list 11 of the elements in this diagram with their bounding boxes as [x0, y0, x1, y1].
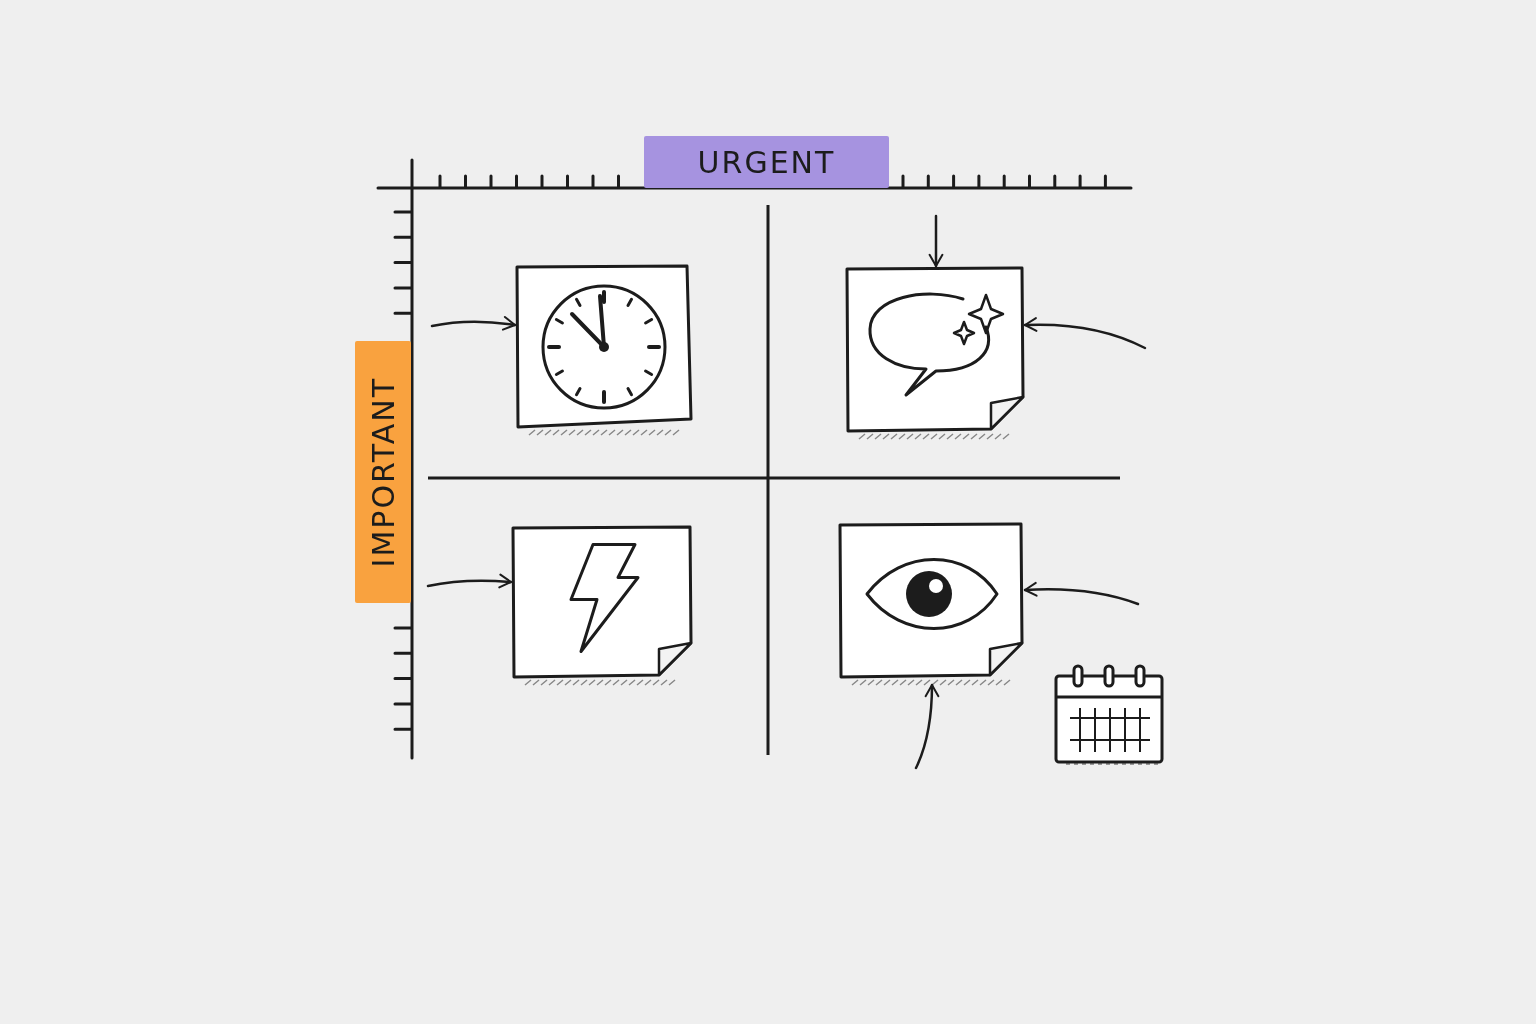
arrow [1023, 582, 1140, 606]
arrow [928, 214, 944, 268]
axis-label: IMPORTANT [355, 341, 411, 603]
arrow [1023, 317, 1147, 350]
arrow [914, 683, 940, 770]
arrow [426, 573, 513, 589]
arrow [430, 316, 517, 331]
sticky-note [511, 525, 693, 685]
sticky-note [515, 264, 693, 434]
sticky-note [838, 522, 1024, 685]
axis-label: URGENT [644, 136, 889, 188]
